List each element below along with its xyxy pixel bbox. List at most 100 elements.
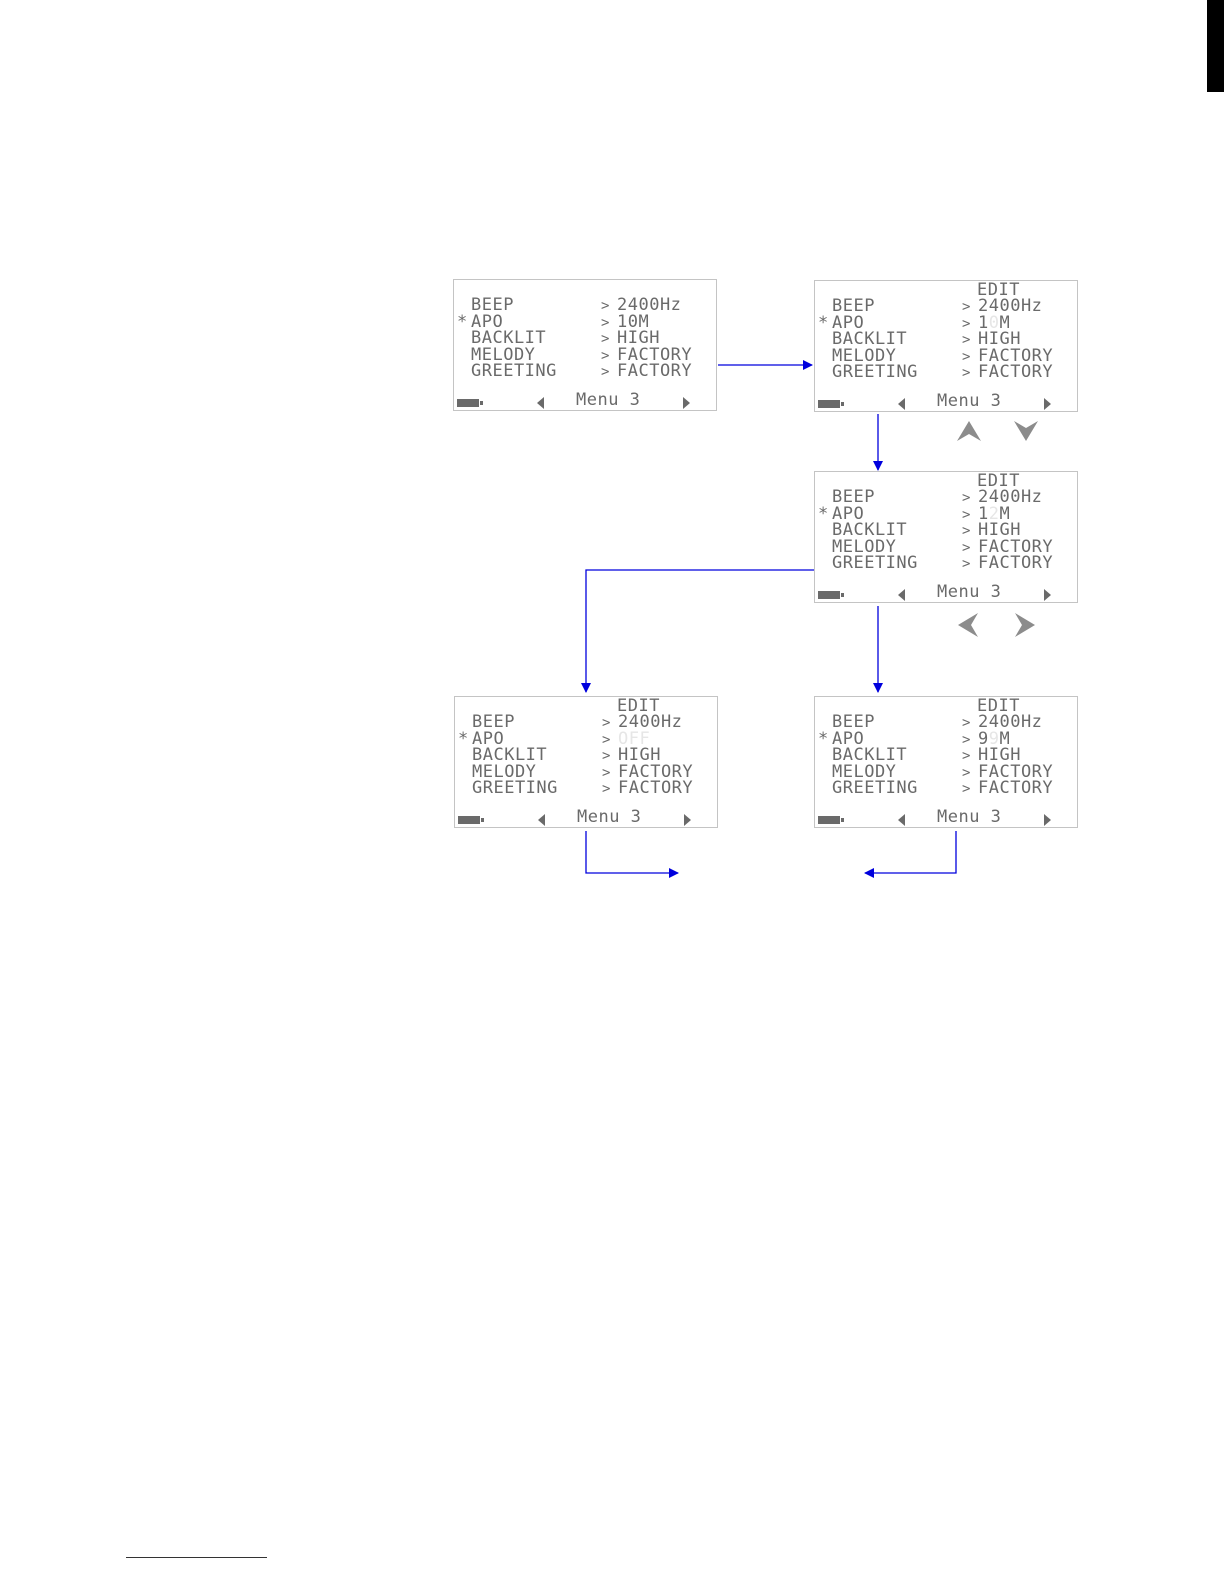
chevron-icon: > xyxy=(962,556,971,572)
selection-mark: * xyxy=(457,311,468,332)
setting-label: BEEP xyxy=(832,712,875,732)
edit-label: EDIT xyxy=(977,280,1020,300)
selection-mark: * xyxy=(818,312,829,333)
setting-value: FACTORY xyxy=(978,553,1054,573)
setting-label: BACKLIT xyxy=(471,328,547,348)
setting-value: 12M xyxy=(978,503,1010,524)
lcd-status-bar: Menu 3 xyxy=(454,390,716,410)
left-arrow-icon xyxy=(537,397,544,409)
setting-value: OFF xyxy=(618,728,651,749)
selection-mark: * xyxy=(818,728,829,749)
setting-row-melody: MELODY > FACTORY xyxy=(457,344,693,365)
setting-label: BEEP xyxy=(471,295,514,315)
setting-label: MELODY xyxy=(471,344,536,365)
setting-row-backlit: BACKLIT>HIGH xyxy=(818,522,1053,539)
setting-label: GREETING xyxy=(832,362,918,382)
edit-label: EDIT xyxy=(977,696,1020,716)
setting-label: APO xyxy=(832,728,865,749)
setting-row-beep: BEEP>2400Hz xyxy=(818,489,1053,506)
blinking-digit: 2 xyxy=(988,503,1000,524)
setting-row-backlit: BACKLIT > HIGH xyxy=(818,331,1053,348)
setting-label: BACKLIT xyxy=(472,745,548,765)
menu-label: Menu 3 xyxy=(576,390,641,410)
lcd-status-bar: Menu 3 xyxy=(455,807,717,827)
setting-value: HIGH xyxy=(978,520,1021,540)
menu-label: Menu 3 xyxy=(577,807,642,827)
chevron-icon: > xyxy=(962,731,971,748)
right-arrow-icon xyxy=(1044,589,1051,601)
battery-icon xyxy=(818,816,844,824)
right-arrow-icon xyxy=(1044,398,1051,410)
footer-rule xyxy=(126,1557,267,1558)
setting-row-beep: BEEP >2400Hz xyxy=(818,714,1053,731)
selection-mark: * xyxy=(818,503,829,524)
left-arrow-icon xyxy=(898,814,905,826)
setting-value: FACTORY xyxy=(617,344,693,365)
selection-mark: * xyxy=(458,728,469,749)
menu-label: Menu 3 xyxy=(937,582,1002,602)
blinking-digit: 9 xyxy=(988,728,1000,749)
value-unit: M xyxy=(999,728,1011,749)
chevron-icon: > xyxy=(602,715,611,731)
setting-row-melody: MELODY>FACTORY xyxy=(818,761,1054,782)
setting-value: FACTORY xyxy=(618,761,694,782)
lcd-screen-1: BEEP>2400Hz *APO>10M BACKLIT>HIGH MELODY… xyxy=(453,279,717,411)
battery-icon xyxy=(818,400,844,408)
lcd-status-bar: Menu 3 xyxy=(815,582,1077,602)
menu-label: Menu 3 xyxy=(937,807,1002,827)
lcd-screen-2: EDIT BEEP>2400Hz *APO>10M BACKLIT>HIGH M… xyxy=(814,280,1078,412)
page-edge-bar xyxy=(1207,0,1224,92)
setting-row-melody: MELODY>FACTORY xyxy=(818,345,1054,366)
battery-icon xyxy=(458,816,484,824)
menu-label: Menu 3 xyxy=(937,391,1002,411)
left-key-icon xyxy=(958,613,978,637)
lcd-status-bar: Menu 3 xyxy=(815,391,1077,411)
setting-value: 2400Hz xyxy=(978,296,1043,316)
setting-row-melody: MELODY>FACTORY xyxy=(458,761,694,782)
setting-value: FACTORY xyxy=(978,362,1054,382)
value-digit: 1 xyxy=(978,312,989,333)
setting-label: MELODY xyxy=(832,345,897,366)
left-arrow-icon xyxy=(538,814,545,826)
setting-label: BACKLIT xyxy=(832,745,908,765)
setting-label: APO xyxy=(471,311,504,332)
right-arrow-icon xyxy=(1044,814,1051,826)
setting-label: GREETING xyxy=(471,361,557,381)
right-arrow-icon xyxy=(684,814,691,826)
setting-value: 2400Hz xyxy=(978,712,1043,732)
setting-row-backlit: BACKLIT>HIGH xyxy=(458,747,693,764)
setting-value: 2400Hz xyxy=(978,487,1043,507)
chevron-icon: > xyxy=(962,332,971,348)
setting-label: BEEP xyxy=(832,487,875,507)
chevron-icon: > xyxy=(962,781,971,797)
setting-value: FACTORY xyxy=(978,345,1054,366)
chevron-icon: > xyxy=(962,715,971,731)
setting-label: APO xyxy=(832,503,865,524)
setting-label: MELODY xyxy=(472,761,537,782)
lcd-status-bar: Menu 3 xyxy=(815,807,1077,827)
chevron-icon: > xyxy=(601,364,610,380)
lcd-screen-4: EDIT BEEP>2400Hz *APO>OFF BACKLIT>HIGH M… xyxy=(454,696,718,828)
chevron-icon: > xyxy=(601,347,610,364)
setting-label: BACKLIT xyxy=(832,329,908,349)
lcd-screen-5: EDIT BEEP>2400Hz *APO>99M BACKLIT>HIGH M… xyxy=(814,696,1078,828)
blinking-digit: 0 xyxy=(988,312,1000,333)
setting-row-apo: *APO>10M xyxy=(818,312,1053,333)
setting-value: 2400Hz xyxy=(618,712,683,732)
setting-value: HIGH xyxy=(978,329,1021,349)
setting-value: FACTORY xyxy=(978,761,1054,782)
setting-row-apo: *APO >12M xyxy=(818,503,1053,524)
chevron-icon: > xyxy=(962,506,971,523)
chevron-icon: > xyxy=(602,731,611,748)
setting-row-apo: *APO>OFF xyxy=(458,728,693,749)
setting-label: GREETING xyxy=(832,553,918,573)
setting-label: APO xyxy=(832,312,865,333)
setting-label: GREETING xyxy=(832,778,918,798)
setting-label: MELODY xyxy=(832,536,897,557)
arrow-screen4-out xyxy=(585,831,679,878)
chevron-icon: > xyxy=(962,299,971,315)
setting-value: FACTORY xyxy=(617,361,693,381)
chevron-icon: > xyxy=(602,748,611,764)
setting-value: FACTORY xyxy=(618,778,694,798)
